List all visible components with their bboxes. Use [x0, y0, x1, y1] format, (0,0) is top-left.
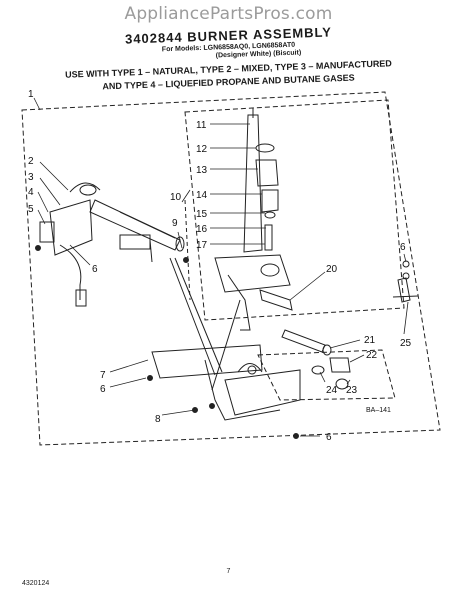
- callout-6-bottom-left: 6: [100, 384, 106, 395]
- screws: [35, 245, 299, 439]
- callout-5: 5: [28, 204, 34, 215]
- callout-22: 22: [366, 350, 378, 361]
- callout-2: 2: [28, 156, 34, 167]
- callout-1: 1: [28, 89, 34, 100]
- callout-6-bottom: 6: [326, 432, 332, 443]
- callout-11: 11: [196, 120, 207, 131]
- callout-20: 20: [326, 264, 338, 275]
- callout-24: 24: [326, 385, 338, 396]
- callout-13: 13: [196, 165, 208, 176]
- callout-16: 16: [196, 224, 208, 235]
- callout-12: 12: [196, 144, 208, 155]
- orifice-parts: [281, 260, 419, 390]
- callout-15: 15: [196, 209, 208, 220]
- leader-lines: [33, 97, 409, 437]
- diagram-code: BA–141: [366, 407, 391, 414]
- callout-8: 8: [155, 414, 161, 425]
- callout-10: 10: [170, 192, 182, 203]
- callout-14: 14: [196, 190, 208, 201]
- callout-25: 25: [400, 338, 412, 349]
- watermark: AppliancePartsPros.com: [124, 4, 333, 24]
- document-code: 4320124: [22, 580, 50, 587]
- callout-9: 9: [172, 218, 178, 229]
- callout-4: 4: [28, 187, 34, 198]
- callout-21: 21: [364, 335, 376, 346]
- callout-3: 3: [28, 172, 34, 183]
- outer-frame: [21, 91, 441, 446]
- base-bracket: [151, 257, 301, 421]
- valve-column: [214, 108, 293, 331]
- callout-7: 7: [100, 370, 106, 381]
- callout-17: 17: [196, 240, 208, 251]
- callout-6-right: 6: [400, 242, 406, 253]
- callout-23: 23: [346, 385, 358, 396]
- parts-box: [257, 349, 396, 401]
- callout-6-left: 6: [92, 264, 98, 275]
- burner-tube: [39, 182, 185, 307]
- inner-frame: [184, 99, 405, 321]
- page-number: 7: [226, 568, 231, 575]
